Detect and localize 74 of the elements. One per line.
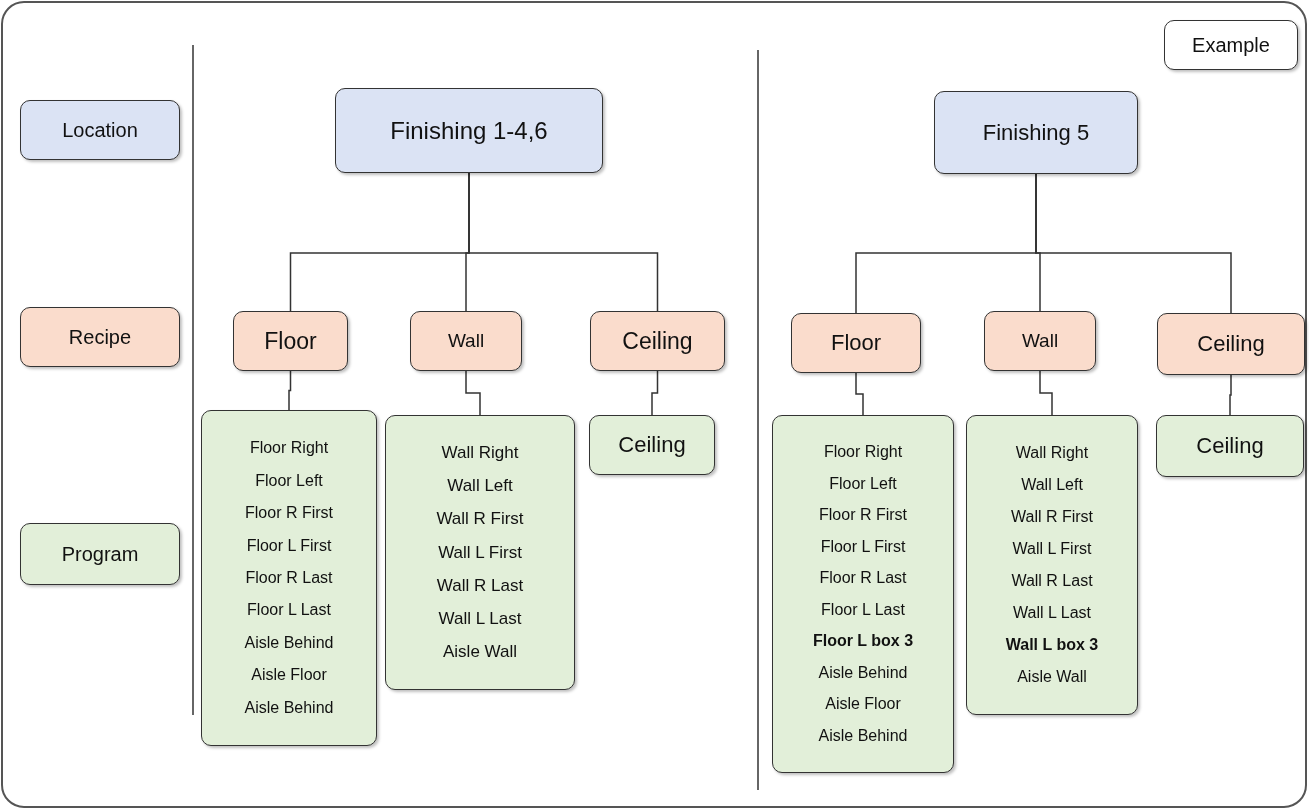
recipe-box — [233, 311, 348, 371]
box-label: Ceiling — [1196, 433, 1264, 459]
recipe-box — [590, 311, 725, 371]
recipe-box — [20, 307, 180, 367]
program-name: Floor R First — [245, 504, 333, 523]
program-name: Floor Left — [255, 471, 323, 490]
box-label: Wall — [1021, 330, 1059, 352]
program-name: Wall L box 3 — [1005, 636, 1099, 654]
box-label: Ceiling — [1197, 331, 1265, 357]
recipe-box — [791, 313, 921, 373]
program-name: Floor L Last — [247, 601, 331, 620]
connector-line — [855, 372, 864, 416]
program-name: Aisle Floor — [251, 666, 327, 685]
box-label: Ceiling — [622, 327, 693, 355]
connector-line — [288, 370, 292, 411]
program-box — [1156, 415, 1304, 477]
recipe-box — [984, 311, 1096, 371]
connector-line — [651, 370, 659, 416]
program-name: Wall L First — [1012, 540, 1092, 558]
program-name: Wall R First — [436, 509, 524, 530]
connector-line — [1229, 374, 1232, 416]
box-label: Finishing 5 — [982, 119, 1090, 146]
box-label: Wall — [447, 330, 485, 352]
example-box — [1164, 20, 1298, 70]
program-name: Floor R Last — [245, 568, 333, 587]
program-name: Wall R Last — [436, 575, 524, 596]
program-name: Wall Left — [447, 476, 513, 497]
program-box — [201, 410, 377, 746]
program-name: Wall R Last — [1011, 572, 1093, 590]
program-name: Wall R First — [1010, 508, 1094, 526]
program-name: Floor L box 3 — [812, 632, 914, 651]
program-name: Floor R First — [819, 506, 907, 525]
program-box — [966, 415, 1138, 715]
program-name: Aisle Behind — [818, 663, 908, 682]
connector-line — [465, 370, 481, 416]
program-name: Floor L First — [246, 536, 332, 555]
program-name: Wall L First — [438, 542, 522, 563]
program-name: Wall L Last — [438, 608, 522, 629]
program-box — [772, 415, 954, 773]
program-name: Wall L Last — [1013, 604, 1091, 622]
location-box — [934, 91, 1138, 174]
box-label: Location — [62, 118, 138, 142]
box-label: Finishing 1-4,6 — [390, 116, 548, 145]
program-name: Floor L First — [820, 537, 906, 556]
program-name: Floor Left — [829, 474, 897, 493]
program-name: Floor R Last — [819, 569, 907, 588]
box-label: Floor — [830, 330, 882, 356]
box-label: Floor — [264, 327, 317, 355]
program-name: Floor L Last — [821, 600, 905, 619]
program-name: Aisle Behind — [818, 726, 908, 745]
program-name: Aisle Wall — [1017, 668, 1087, 686]
connector-line — [1035, 173, 1232, 314]
connector-line — [1039, 370, 1053, 416]
program-name: Floor Right — [249, 439, 329, 458]
program-box — [20, 523, 180, 585]
program-name: Aisle Behind — [244, 633, 334, 652]
program-name: Aisle Wall — [443, 641, 517, 662]
program-box — [385, 415, 575, 690]
program-name: Floor Right — [823, 443, 903, 462]
program-name: Wall Right — [1015, 444, 1089, 462]
box-label: Example — [1192, 33, 1270, 57]
location-box — [335, 88, 603, 173]
box-label: Ceiling — [618, 432, 686, 458]
program-name: Aisle Floor — [825, 695, 901, 714]
location-box — [20, 100, 180, 160]
program-name: Wall Left — [1021, 476, 1083, 494]
program-box — [589, 415, 715, 475]
connector-line — [468, 172, 659, 312]
program-name: Aisle Behind — [244, 698, 334, 717]
recipe-box — [410, 311, 522, 371]
program-name: Wall Right — [441, 443, 519, 464]
recipe-box — [1157, 313, 1305, 375]
box-label: Program — [61, 542, 139, 566]
box-label: Recipe — [68, 325, 132, 349]
